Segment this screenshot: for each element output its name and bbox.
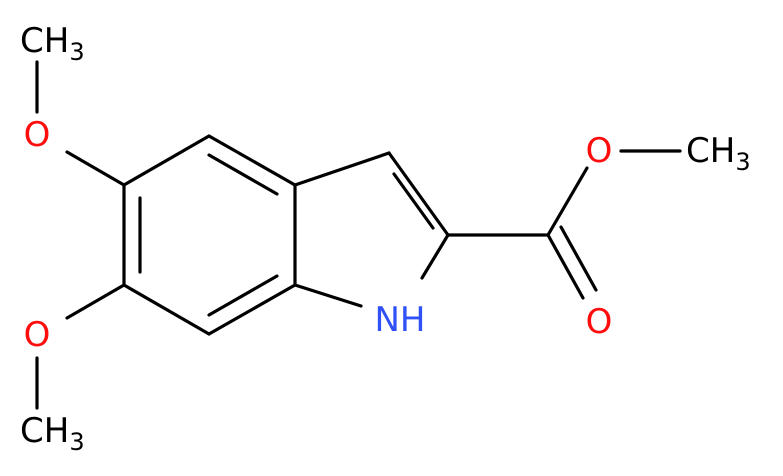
bond-c7-c4 <box>122 134 211 187</box>
atom-label-oxygen-low: O <box>24 315 51 355</box>
atom-label-methyl-top: CH3 <box>20 21 85 66</box>
atom-label-oxygen-top: O <box>24 115 51 155</box>
bond-c3-c2-double <box>392 172 435 230</box>
bond-c2-n <box>420 233 450 280</box>
bond-carbonyl-o-double-a <box>546 233 585 300</box>
bond-c3a-c3 <box>293 151 391 187</box>
bond-inner-c7 <box>207 274 279 317</box>
bond-inner-c4 <box>207 153 279 196</box>
bond-n-c7a <box>293 283 363 308</box>
bond-carbonyl-o-ester <box>546 166 589 237</box>
bond-c6-o-low <box>65 283 126 320</box>
atom-label-nitrogen: NH <box>375 300 426 340</box>
bond-c5-o-top <box>65 150 126 187</box>
atom-label-oxygen-ester: O <box>586 131 613 171</box>
atom-label-methyl-bottom: CH3 <box>20 411 85 456</box>
bond-c7a-c7 <box>207 283 297 336</box>
atom-label-oxygen-carbonyl: O <box>586 302 613 342</box>
bond-carbonyl-o-double-b <box>559 225 598 292</box>
bond-c7-c6 <box>122 283 211 336</box>
bond-c4-c3a <box>207 134 297 187</box>
bond-c3-c2 <box>387 151 450 237</box>
atom-label-methyl-ester: CH3 <box>686 131 751 176</box>
